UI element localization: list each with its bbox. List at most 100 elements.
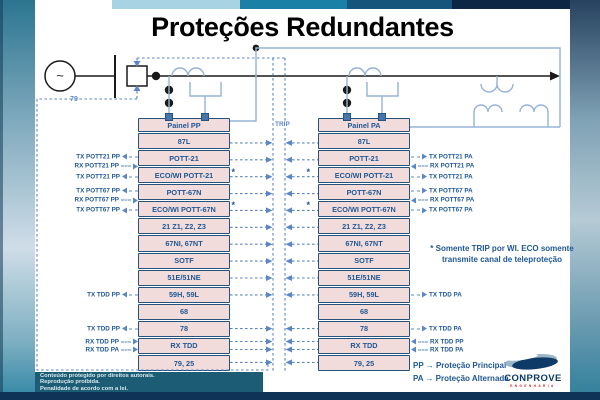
panel-row-21-z1-z2-z3: 21 Z1, Z2, Z3 (138, 218, 230, 235)
copyright-line-2: Reprodução proibida. (40, 379, 100, 386)
signal-label-left-tx-pott67-pp: TX POTT67 PP (40, 207, 138, 214)
panel-row-59h-59l: 59H, 59L (318, 286, 410, 303)
signal-label-right-tx-pott67-pa: TX POTT67 PA (411, 207, 515, 214)
junction-dot (252, 44, 260, 52)
junction-dot (164, 85, 174, 95)
voltage-loop (230, 47, 561, 127)
trip-link (230, 359, 318, 366)
trip-link (230, 291, 318, 298)
signal-label-right-tx-pott21-pa: TX POTT21 PA (411, 153, 515, 160)
vt-symbol (473, 76, 549, 127)
panel-row-pott-67n: POTT-67N (138, 184, 230, 201)
panel-row-79-25: 79, 25 (138, 355, 230, 372)
trip-link (230, 190, 318, 197)
panel-row-21-z1-z2-z3: 21 Z1, Z2, Z3 (318, 218, 410, 235)
ct-symbol-pp (168, 67, 222, 114)
panel-row-eco-wi-pott-67n: ECO/WI POTT-67N (318, 201, 410, 218)
trip-link (230, 346, 318, 353)
trip-label: TRIP (274, 121, 291, 128)
trip-link (230, 275, 318, 281)
panel-row-rx-tdd: RX TDD (138, 337, 230, 355)
note-asterisk: * (306, 200, 311, 211)
panel-row-67ni-67nt: 67NI, 67NT (138, 235, 230, 252)
panel-row-eco-wi-pott-67n: ECO/WI POTT-67N (138, 201, 230, 218)
signal-label-left-rx-tdd-pp: RX TDD PP (40, 338, 138, 345)
recloser-label: 79 (70, 96, 78, 103)
panel-row-sotf: SOTF (138, 252, 230, 269)
signal-label-right-tx-tdd-pa: TX TDD PA (411, 291, 515, 298)
panel-row-rx-tdd: RX TDD (318, 337, 410, 355)
top-bar-steel (347, 0, 452, 9)
legend-pp: PP → Proteção Principal (413, 361, 507, 370)
signal-label-left-tx-pott67-pp: TX POTT67 PP (40, 187, 138, 194)
trip-link (230, 258, 318, 265)
panel-row-79-25: 79, 25 (318, 355, 410, 372)
trip-link (230, 338, 318, 345)
right-gradient-strip (570, 0, 600, 400)
left-gradient-strip (0, 0, 35, 400)
copyright-line-3: Penalidade de acordo com a lei. (40, 385, 128, 392)
signal-label-right-tx-pott67-pa: TX POTT67 PA (411, 187, 515, 194)
signal-label-left-tx-pott21-pp: TX POTT21 PP (40, 153, 138, 160)
conprove-logo-mark (505, 353, 558, 370)
teleprotection-note: * Somente TRIP por WI. ECO somente trans… (412, 243, 592, 265)
abbreviation-legend: PP → Proteção Principal PA → Proteção Al… (413, 359, 509, 385)
logo-subtitle: ENGENHARIA (510, 384, 556, 388)
panel-row-eco-wi-pott-21: ECO/WI POTT-21 (318, 167, 410, 184)
panel-row-87l: 87L (138, 133, 230, 150)
trip-link (230, 224, 318, 231)
ct-symbol-pa (346, 67, 399, 114)
junction-dot (342, 98, 352, 108)
junction-dot (164, 98, 174, 108)
panel-row-68: 68 (318, 303, 410, 320)
signal-label-right-rx-pott67-pa: RX POTT67 PA (411, 197, 515, 204)
signal-label-left-rx-tdd-pa: RX TDD PA (40, 346, 138, 353)
top-bar-navy (452, 0, 570, 9)
generator-tilde: ~ (56, 68, 64, 83)
signal-label-left-tx-tdd-pp: TX TDD PP (40, 291, 138, 298)
signal-label-right-rx-tdd-pa: RX TDD PA (411, 346, 515, 353)
panel-row-67ni-67nt: 67NI, 67NT (318, 235, 410, 252)
signal-label-right-tx-pott21-pa: TX POTT21 PA (411, 173, 515, 180)
trip-link (230, 207, 318, 214)
legend-pa: PA → Proteção Alternada (413, 374, 509, 383)
signal-label-left-rx-pott67-pp: RX POTT67 PP (40, 197, 138, 204)
panel-row-78: 78 (138, 320, 230, 337)
copyright-line-1: Conteúdo protegido por direitos autorais… (40, 373, 155, 379)
logo-name: CONPROVE (504, 373, 562, 384)
junction-dot (151, 71, 161, 81)
signal-label-right-tx-tdd-pa: TX TDD PA (411, 325, 515, 332)
panel-row-51e-51ne: 51E/51NE (318, 269, 410, 286)
breaker-symbol (126, 65, 148, 87)
line-arrow (550, 71, 560, 81)
panel-row-51e-51ne: 51E/51NE (138, 269, 230, 286)
panel-row-sotf: SOTF (318, 252, 410, 269)
panel-row-pott-21: POTT-21 (318, 150, 410, 167)
left-edge-line (0, 0, 3, 400)
signal-label-right-rx-pott21-pa: RX POTT21 PA (411, 163, 515, 170)
trip-link (230, 241, 318, 248)
copyright-notice: Conteúdo protegido por direitos autorais… (35, 372, 263, 392)
signal-label-left-rx-pott21-pp: RX POTT21 PP (40, 163, 138, 170)
top-bar-teal (240, 0, 347, 9)
panel-header-pp: Painel PP (138, 118, 230, 132)
trip-link (230, 156, 318, 163)
trip-link (230, 139, 318, 146)
panel-row-pott-67n: POTT-67N (318, 184, 410, 201)
note-line-1: * Somente TRIP por WI. ECO somente (430, 244, 574, 253)
panel-row-68: 68 (138, 303, 230, 320)
signal-label-left-tx-tdd-pp: TX TDD PP (40, 325, 138, 332)
note-asterisk: * (231, 166, 236, 177)
bottom-bar (0, 392, 600, 400)
signal-label-right-rx-tdd-pp: RX TDD PP (411, 338, 515, 345)
panel-row-pott-21: POTT-21 (138, 150, 230, 167)
panel-row-59h-59l: 59H, 59L (138, 286, 230, 303)
note-asterisk: * (231, 200, 236, 211)
signal-label-left-tx-pott21-pp: TX POTT21 PP (40, 173, 138, 180)
conprove-logo: CONPROVE ENGENHARIA (498, 353, 568, 388)
page-title: Proteções Redundantes (151, 12, 454, 42)
panel-row-78: 78 (318, 320, 410, 337)
